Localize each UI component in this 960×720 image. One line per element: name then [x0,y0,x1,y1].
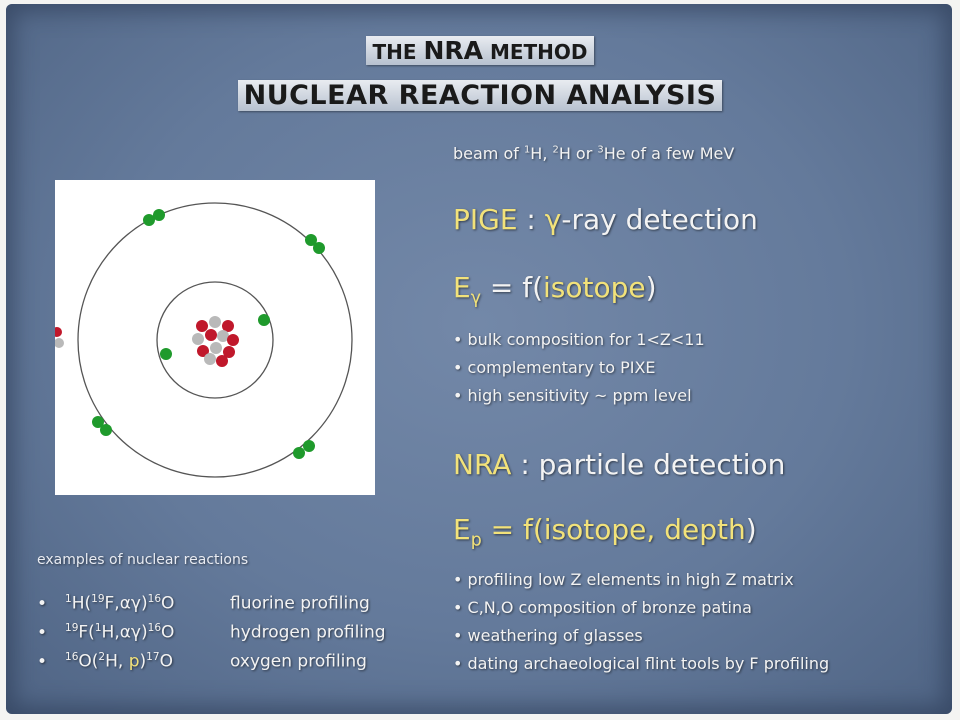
nra-bullet-list: • profiling low Z elements in high Z mat… [453,566,829,678]
ep-formula: Ep = f(isotope, depth) [453,513,757,551]
title-prefix: THE [372,40,424,64]
list-item: • complementary to PIXE [453,358,656,377]
list-item: • profiling low Z elements in high Z mat… [453,570,794,589]
list-item: • bulk composition for 1<Z<11 [453,330,705,349]
title-subtitle: NUCLEAR REACTION ANALYSIS [237,80,723,111]
atom-diagram [52,202,353,478]
beam-description: beam of 1H, 2H or 3He of a few MeV [453,144,735,163]
list-item: • high sensitivity ~ ppm level [453,386,692,405]
gamma-symbol: γ [544,203,562,236]
atom-illustration [52,180,375,495]
egamma-formula: Eγ = f(isotope) [453,271,657,309]
list-item: • C,N,O composition of bronze patina [453,598,752,617]
list-item: • weathering of glasses [453,626,643,645]
nucleus [192,316,239,367]
examples-label: examples of nuclear reactions [37,552,249,568]
electrons [92,209,325,459]
pige-bullet-list: • bulk composition for 1<Z<11 • compleme… [453,326,705,410]
title-suffix: METHOD [483,40,588,64]
title-nra: NRA [423,36,484,65]
inner-orbit [156,281,274,399]
nra-heading: NRA : particle detection [453,448,786,481]
list-item: • dating archaeological flint tools by F… [453,654,830,673]
outer-orbit [77,202,353,478]
title-line-1: THE NRA METHOD [0,36,960,65]
nra-label: NRA [453,448,512,481]
title-line-2: NUCLEAR REACTION ANALYSIS [0,80,960,111]
pige-heading: PIGE : γ-ray detection [453,203,758,236]
pige-label: PIGE [453,203,518,236]
partial-nucleus [52,327,64,348]
